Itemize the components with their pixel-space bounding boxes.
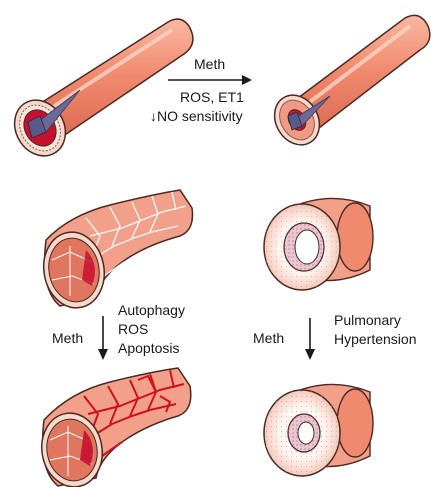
- top-arrow-agent-label: Meth: [194, 56, 225, 73]
- right-arrow-agent-label: Meth: [253, 330, 284, 347]
- top-arrow-effect-1: ROS, ET1: [180, 89, 244, 106]
- right-effect-1: Pulmonary: [334, 312, 401, 329]
- vessel-endothelium-normal: [38, 190, 193, 313]
- left-arrow-agent-label: Meth: [52, 330, 83, 347]
- vessel-cross-section-normal: [264, 198, 373, 290]
- left-arrow: [98, 316, 108, 360]
- left-effect-3: Apoptosis: [118, 340, 179, 357]
- top-arrow: [168, 75, 252, 85]
- right-effect-2: Hypertension: [334, 331, 417, 348]
- vessel-constricted: [266, 15, 430, 153]
- vessel-endothelium-damaged: [36, 368, 191, 487]
- left-effect-2: ROS: [118, 321, 148, 338]
- vessel-normal: [5, 19, 193, 165]
- top-arrow-effect-2: ↓NO sensitivity: [150, 108, 243, 125]
- left-effect-1: Autophagy: [118, 302, 185, 319]
- right-arrow: [305, 318, 315, 360]
- vessel-cross-section-thickened: [264, 384, 373, 476]
